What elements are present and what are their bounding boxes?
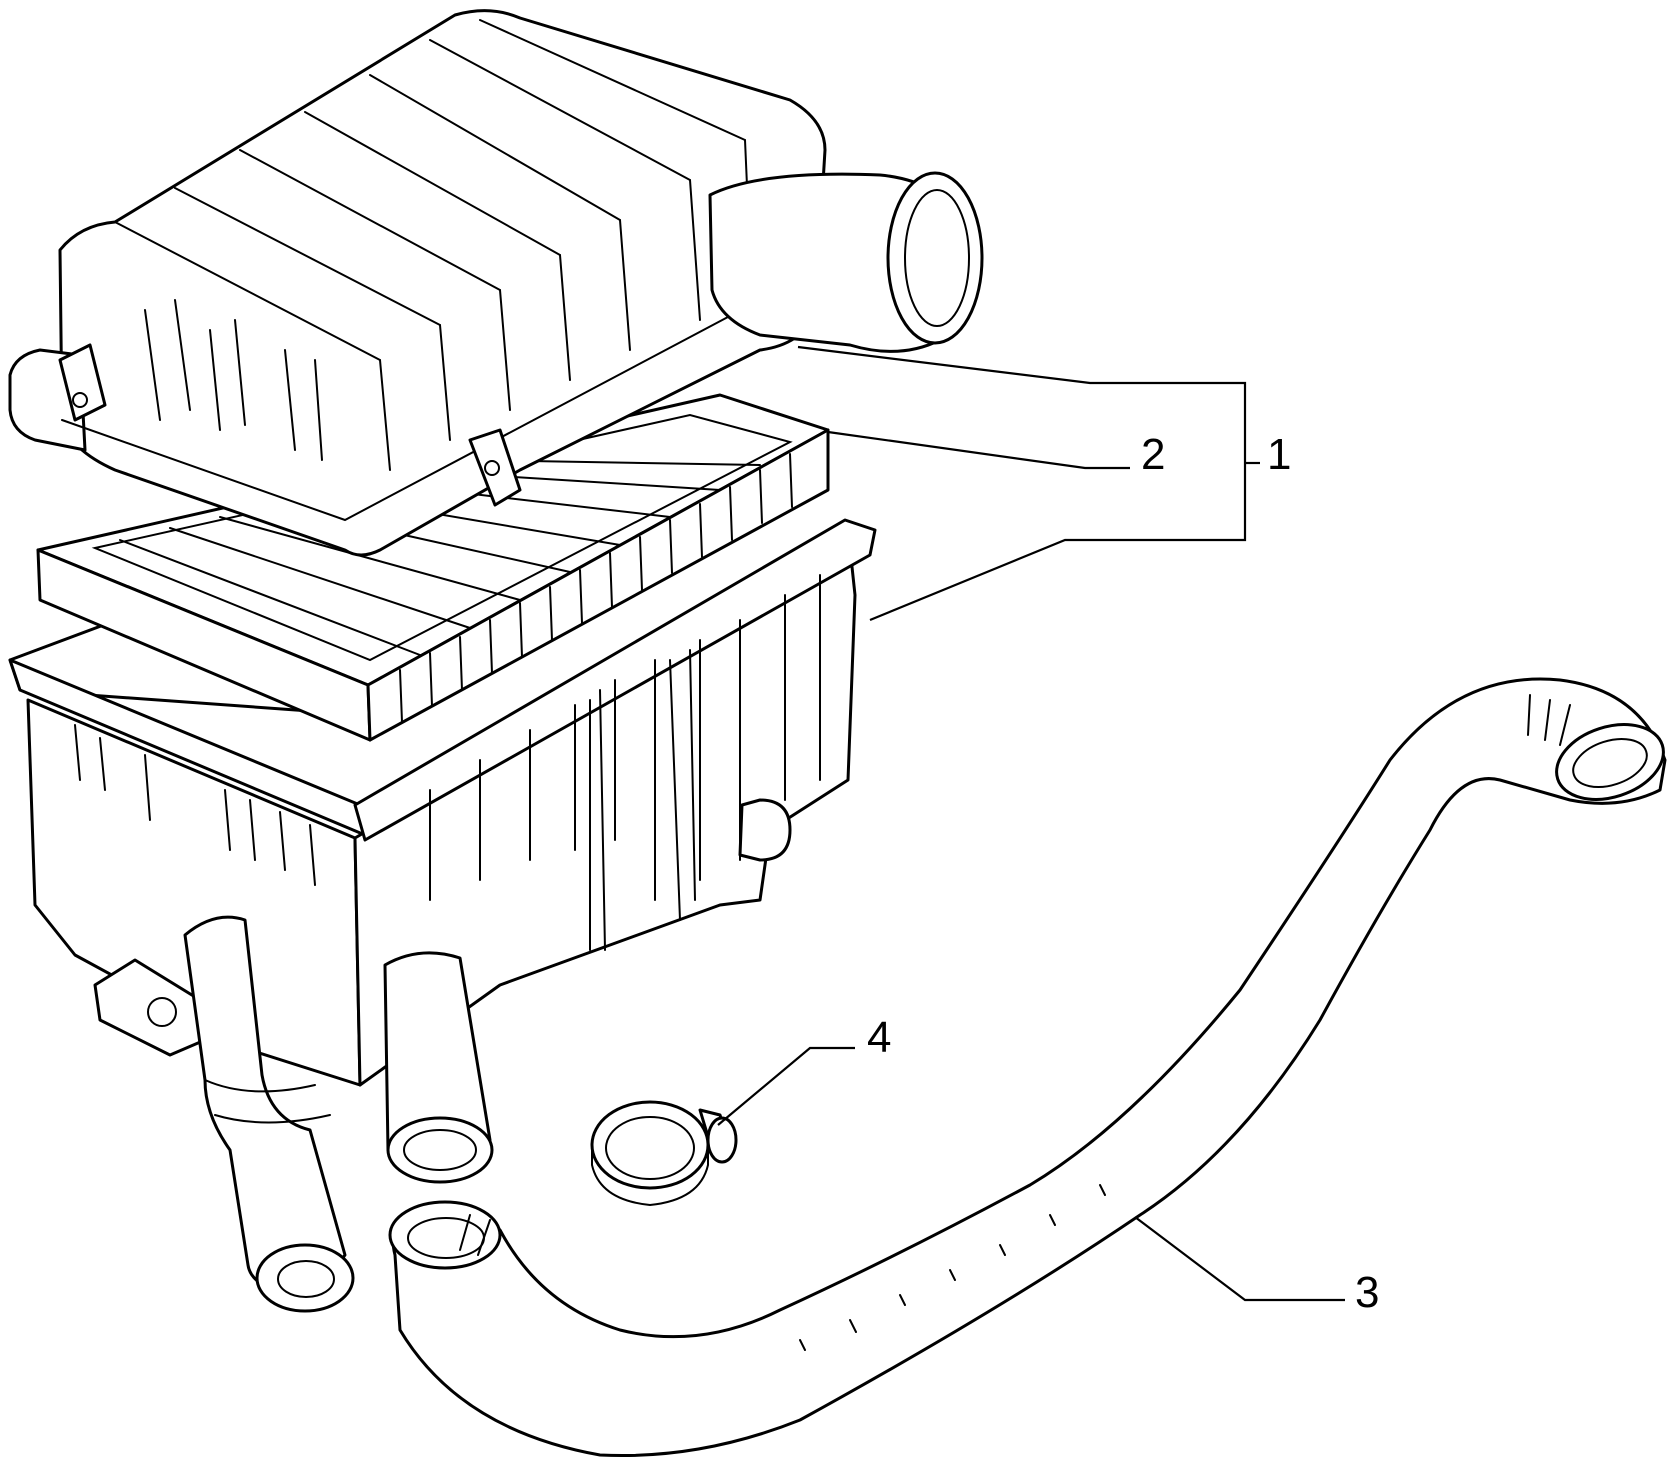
callout-3: 3 (1355, 1268, 1379, 1317)
callout-4: 4 (867, 1013, 891, 1062)
air-box-cover (8, 9, 984, 557)
leader-lines (717, 345, 1345, 1302)
callout-2: 2 (1141, 430, 1165, 479)
air-box-lower-housing (8, 518, 877, 1313)
callout-1: 1 (1267, 430, 1291, 479)
hose-clamp (590, 1100, 738, 1207)
flexible-hose (388, 677, 1667, 1458)
